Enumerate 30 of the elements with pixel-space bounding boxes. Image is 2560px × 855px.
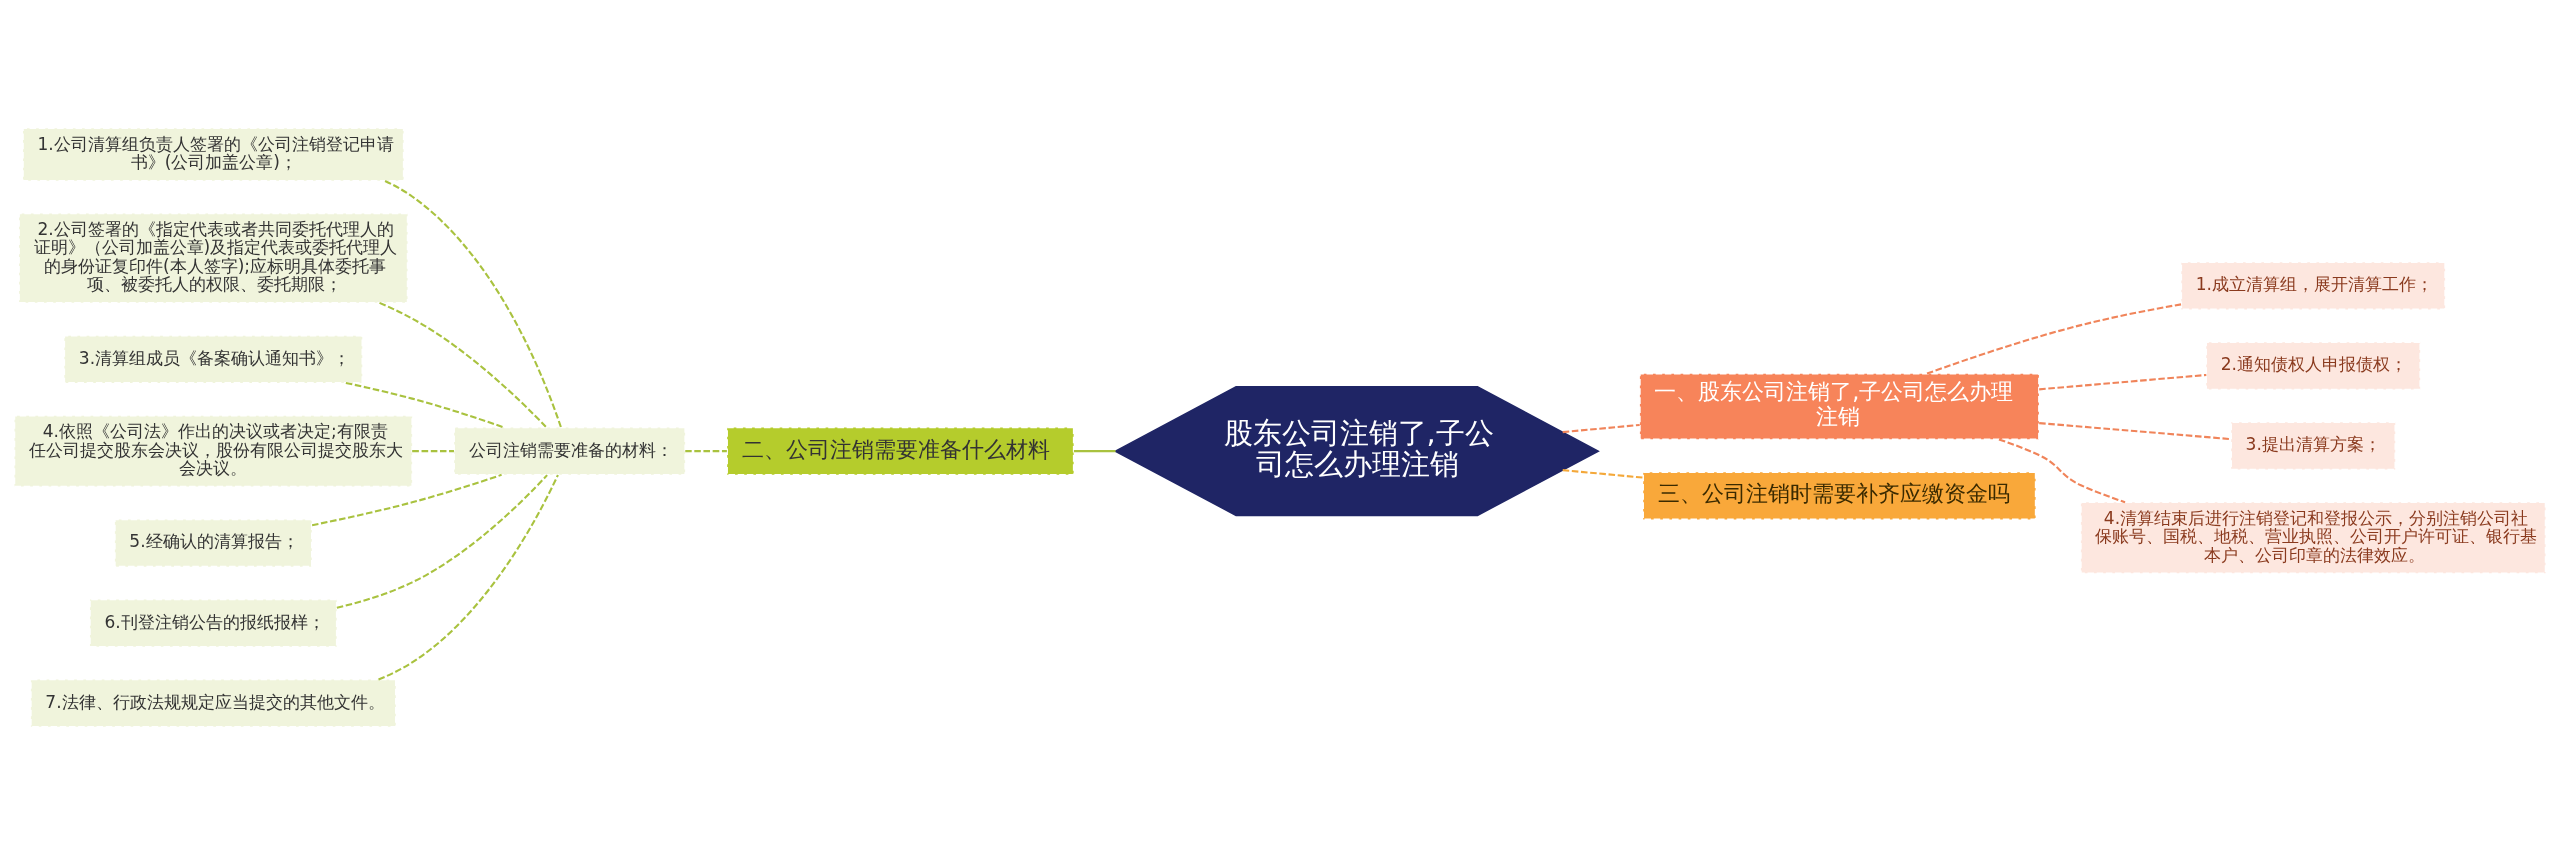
connector <box>311 473 502 527</box>
connector <box>384 180 562 428</box>
connector <box>412 450 454 453</box>
connector <box>1998 438 2126 504</box>
connector <box>1926 303 2182 375</box>
node-box: 5.经确认的清算报告； <box>114 518 313 568</box>
node-box: 一、股东公司注销了,子公司怎么办理注销 <box>1639 372 2040 441</box>
connector <box>1562 469 1644 479</box>
node-box: 二、公司注销需要准备什么材料 <box>726 426 1075 476</box>
node-box: 3.清算组成员《备案确认通知书》； <box>63 334 364 384</box>
node-box: 1.成立清算组，展开清算工作； <box>2180 261 2446 311</box>
node-box: 7.法律、行政法规规定应当提交的其他文件。 <box>30 678 397 728</box>
node-box: 三、公司注销时需要补齐应缴资金吗 <box>1642 471 2037 521</box>
connector <box>2039 373 2207 391</box>
node-box: 2.公司签署的《指定代表或者共同委托代理人的证明》（公司加盖公章)及指定代表或委托代理人的身份证复印件(本人签字);应标明具体委托事项、被委托人的权限、委托期限； <box>18 212 409 304</box>
node-box: 2.通知债权人申报债权； <box>2205 341 2421 391</box>
connector <box>1073 450 1116 453</box>
node-box: 1.公司清算组负责人签署的《公司注销登记申请书》(公司加盖公章)； <box>22 127 405 182</box>
connector <box>345 381 505 429</box>
node-box: 4.依照《公司法》作出的决议或者决定;有限责任公司提交股东会决议，股份有限公司提交股东大会决议。 <box>13 414 413 488</box>
connector <box>336 474 548 609</box>
connector <box>685 450 727 453</box>
node-box: 3.提出清算方案； <box>2230 421 2397 471</box>
connector <box>379 301 548 428</box>
connector <box>1562 423 1640 434</box>
connector <box>378 474 559 681</box>
connector <box>2039 422 2232 441</box>
node-box: 公司注销需要准备的材料： <box>453 426 686 476</box>
node-box: 6.刊登注销公告的报纸报样； <box>89 598 338 648</box>
node-box: 4.清算结束后进行注销登记和登报公示，分别注销公司社保账号、国税、地税、营业执照、公司开户许可证、银行基本户、公司印章的法律效应。 <box>2080 501 2547 574</box>
